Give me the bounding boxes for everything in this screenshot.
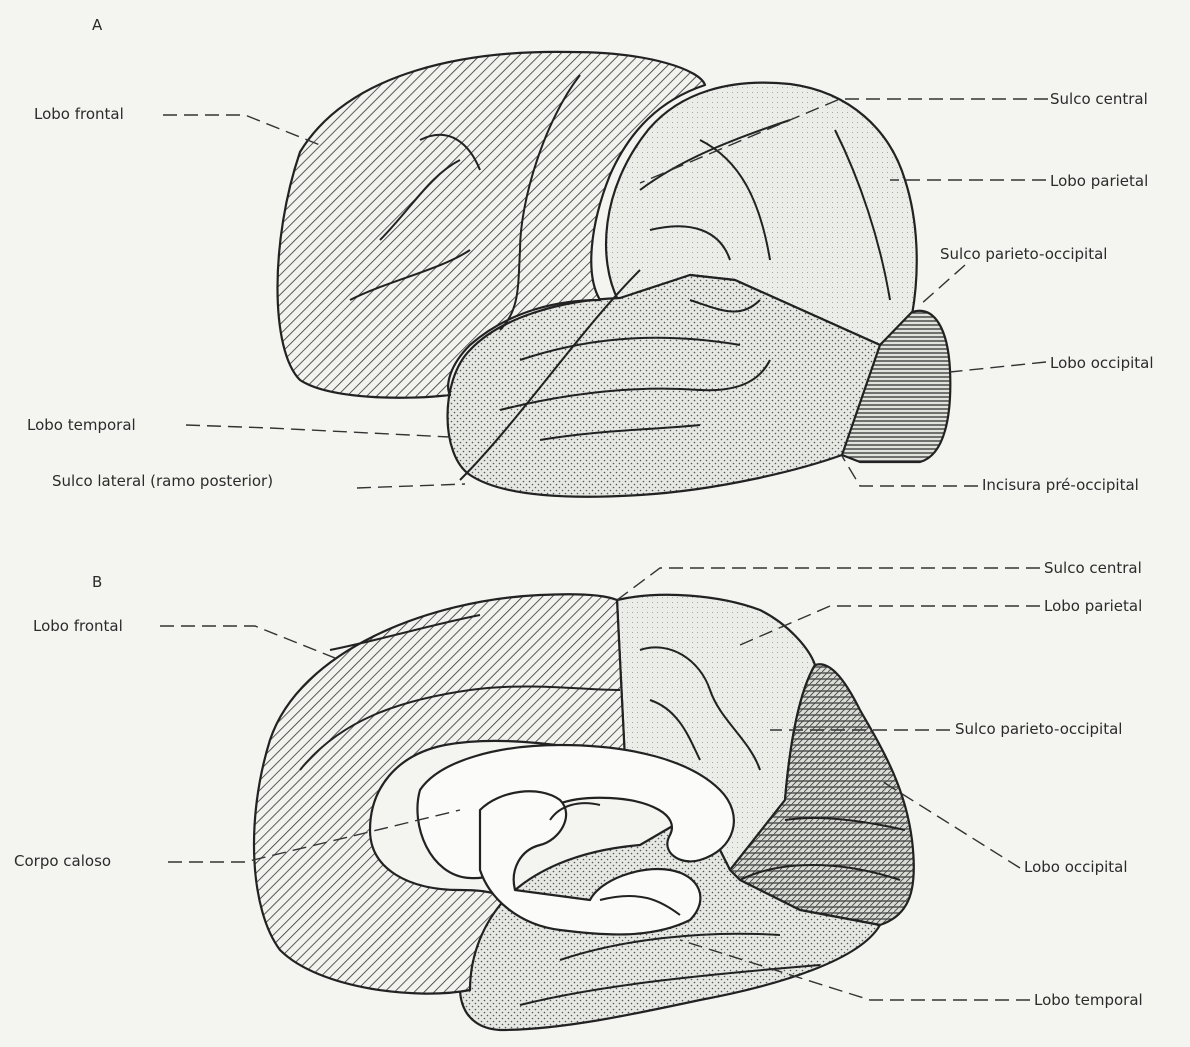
- a-label-preoccipital: Incisura pré-occipital: [982, 476, 1139, 494]
- a-label-occipital: Lobo occipital: [1050, 354, 1154, 372]
- a-leader-temporal: [186, 425, 450, 437]
- b-label-temporal: Lobo temporal: [1034, 991, 1143, 1009]
- b-label-parieto-occipital: Sulco parieto-occipital: [955, 720, 1122, 738]
- b-label-occipital: Lobo occipital: [1024, 858, 1128, 876]
- panel-a-brain: [278, 52, 951, 497]
- a-leader-occipital: [950, 362, 1046, 372]
- a-label-central: Sulco central: [1050, 90, 1148, 108]
- panel-b-brain: [254, 594, 914, 1030]
- a-leader-frontal: [163, 115, 320, 145]
- a-label-parieto-occipital: Sulco parieto-occipital: [940, 245, 1107, 263]
- b-leader-frontal: [160, 626, 340, 660]
- panel-a-letter: A: [92, 16, 102, 34]
- a-leader-lateral: [357, 484, 465, 488]
- b-label-parietal: Lobo parietal: [1044, 597, 1142, 615]
- panel-b-letter: B: [92, 573, 102, 591]
- a-label-lateral: Sulco lateral (ramo posterior): [52, 472, 273, 490]
- b-label-frontal: Lobo frontal: [33, 617, 123, 635]
- a-label-temporal: Lobo temporal: [27, 416, 136, 434]
- a-label-parietal: Lobo parietal: [1050, 172, 1148, 190]
- b-label-central: Sulco central: [1044, 559, 1142, 577]
- a-leader-parieto-occipital: [920, 265, 965, 305]
- b-label-callosum: Corpo caloso: [14, 852, 111, 870]
- a-label-frontal: Lobo frontal: [34, 105, 124, 123]
